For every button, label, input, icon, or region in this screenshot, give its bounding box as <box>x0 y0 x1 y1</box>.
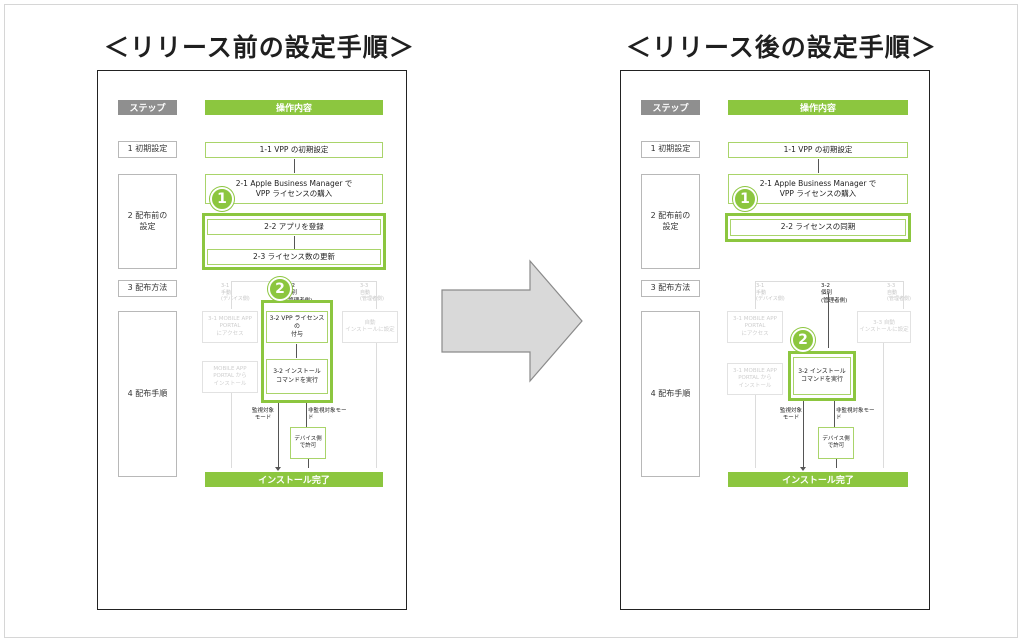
box-vpp-initial: 1-1 VPP の初期設定 <box>728 142 908 158</box>
step-1-label: 1 初期設定 <box>641 141 700 158</box>
unsupervised-label: 非監視対象モー ド <box>308 408 347 422</box>
highlight-frame-1 <box>202 213 386 270</box>
badge-1: 1 <box>733 187 757 211</box>
op-header: 操作内容 <box>728 100 908 115</box>
step-2-label: 2 配布前の 設定 <box>118 174 177 269</box>
arrowhead <box>800 467 806 471</box>
method-branch-line <box>231 281 376 282</box>
step-header: ステップ <box>118 100 177 115</box>
box-register-app: 2-2 アプリを登録 <box>207 219 381 235</box>
method-line <box>231 281 232 309</box>
faded-line <box>376 343 377 468</box>
connector-line <box>818 159 819 173</box>
step-4-label: 4 配布手順 <box>641 311 700 477</box>
box-device-allow: デバイス側 で許可 <box>290 427 326 459</box>
step-3-label: 3 配布方法 <box>118 280 177 297</box>
connector-line <box>308 459 309 468</box>
highlight-frame-2 <box>261 300 333 403</box>
method-line <box>903 281 904 309</box>
method-line <box>376 281 377 309</box>
install-complete-bar: インストール完了 <box>728 472 908 487</box>
arrowhead <box>275 467 281 471</box>
faded-line <box>883 343 884 468</box>
after-title: ＜リリース後の設定手順＞ <box>626 33 937 62</box>
faded-line <box>755 395 756 468</box>
highlight-frame-1 <box>725 213 911 242</box>
after-document: ステップ 操作内容 1 初期設定 2 配布前の 設定 3 配布方法 4 配布手順… <box>620 70 930 610</box>
box-vpp-initial: 1-1 VPP の初期設定 <box>205 142 383 158</box>
supervised-line <box>278 403 279 469</box>
step-header: ステップ <box>641 100 700 115</box>
unsupervised-label: 非監視対象モー ド <box>836 408 875 422</box>
badge-1: 1 <box>210 187 234 211</box>
step-4-label: 4 配布手順 <box>118 311 177 477</box>
box-install-command: 3-2 インストール コマンドを実行 <box>266 359 328 394</box>
next-arrow-icon <box>441 259 583 383</box>
connector-line <box>294 236 295 249</box>
box-auto-install: 3-3 自動 インストールに設定 <box>857 311 911 343</box>
method-manual-label: 3-1 手動 (デバイス側) <box>221 283 250 302</box>
box-portal-install: MOBILE APP PORTAL から インストール <box>202 361 258 393</box>
box-auto-install: 自動 インストールに設定 <box>342 311 398 343</box>
outer-frame <box>4 4 1018 638</box>
connector-line <box>828 293 829 348</box>
box-portal-install: 3-1 MOBILE APP PORTAL から インストール <box>727 363 783 395</box>
method-auto-label: 3-3 自動 (管理者側) <box>360 283 384 302</box>
unsupervised-line <box>834 401 835 427</box>
unsupervised-line <box>306 403 307 427</box>
method-individual-label: 3-2 個別 (管理者側) <box>821 283 848 304</box>
connector-line <box>294 159 295 173</box>
before-document: ステップ 操作内容 1 初期設定 2 配布前の 設定 3 配布方法 4 配布手順… <box>97 70 407 610</box>
method-line <box>755 281 756 309</box>
box-abm-purchase: 2-1 Apple Business Manager で VPP ライセンスの購… <box>205 174 383 204</box>
box-update-license: 2-3 ライセンス数の更新 <box>207 249 381 265</box>
box-install-command: 3-2 インストール コマンドを実行 <box>793 357 851 395</box>
supervised-line <box>803 401 804 469</box>
before-title: ＜リリース前の設定手順＞ <box>104 33 415 62</box>
box-portal-access: 3-1 MOBILE APP PORTAL にアクセス <box>202 311 258 343</box>
box-abm-purchase: 2-1 Apple Business Manager で VPP ライセンスの購… <box>728 174 908 204</box>
highlight-frame-2 <box>788 351 856 401</box>
badge-2: 2 <box>791 328 815 352</box>
box-device-allow: デバイス側 で許可 <box>818 427 854 459</box>
box-portal-access: 3-1 MOBILE APP PORTAL にアクセス <box>727 311 783 343</box>
step-1-label: 1 初期設定 <box>118 141 177 158</box>
badge-2: 2 <box>268 277 292 301</box>
faded-line <box>231 393 232 468</box>
box-license-sync: 2-2 ライセンスの同期 <box>730 219 906 236</box>
op-header: 操作内容 <box>205 100 383 115</box>
supervised-label: 監視対象 モード <box>251 408 274 422</box>
connector-line <box>296 344 297 358</box>
box-vpp-license-assign: 3-2 VPP ライセンスの 付与 <box>266 311 328 343</box>
method-manual-label: 3-1 手動 (デバイス側) <box>756 283 785 302</box>
step-2-label: 2 配布前の 設定 <box>641 174 700 269</box>
connector-line <box>836 459 837 468</box>
step-3-label: 3 配布方法 <box>641 280 700 297</box>
supervised-label: 監視対象 モード <box>779 408 802 422</box>
method-branch-line <box>755 281 903 282</box>
method-auto-label: 3-3 自動 (管理者側) <box>887 283 911 302</box>
install-complete-bar: インストール完了 <box>205 472 383 487</box>
